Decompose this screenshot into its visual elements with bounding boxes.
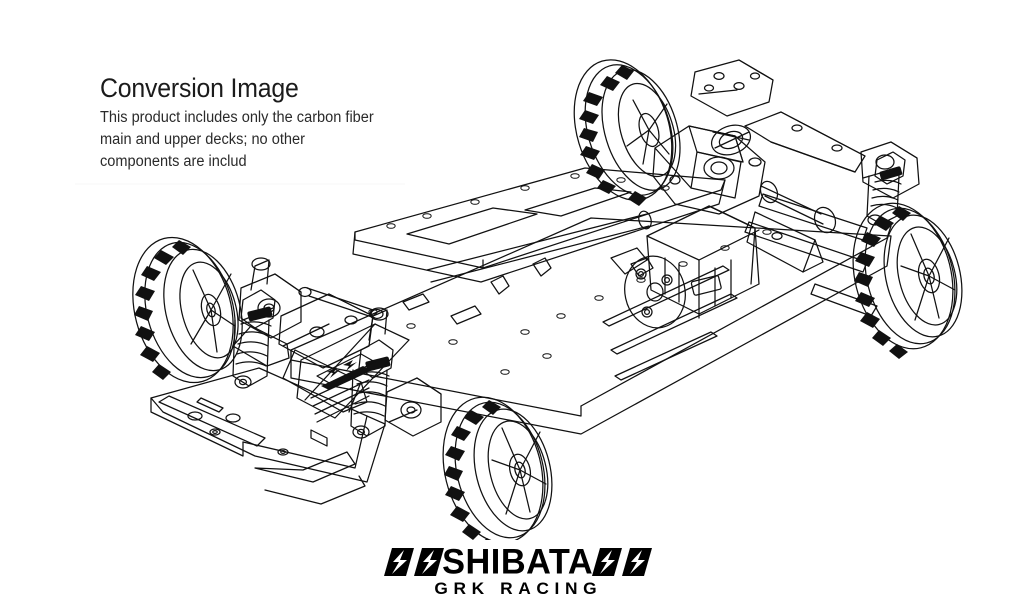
wheel-front-left bbox=[132, 236, 243, 384]
wheel-front-right bbox=[442, 396, 553, 540]
rc-chassis-line-drawing bbox=[55, 20, 995, 540]
shock-front-left bbox=[232, 257, 276, 389]
rear-assembly bbox=[573, 59, 963, 359]
chassis-rails bbox=[744, 193, 878, 317]
motor bbox=[624, 205, 760, 329]
lightning-bolt-icon-inner-left bbox=[414, 548, 445, 576]
brand-wordmark-row: SHIBATA bbox=[384, 541, 652, 582]
brand-subtitle: GRK RACING bbox=[434, 579, 602, 598]
page-title: Conversion Image bbox=[100, 73, 299, 103]
caption-block: Conversion Image This product includes o… bbox=[100, 72, 390, 173]
lightning-bolt-icon bbox=[384, 548, 415, 576]
wheel-rear-right bbox=[852, 202, 963, 359]
front-assembly bbox=[132, 236, 553, 540]
front-right-upright bbox=[384, 377, 442, 437]
lightning-bolt-icon-inner-right bbox=[591, 548, 622, 576]
main-chassis-deck bbox=[290, 167, 892, 435]
caption-divider bbox=[75, 183, 405, 185]
brand-name: SHIBATA bbox=[442, 541, 594, 582]
caption-description: This product includes only the carbon fi… bbox=[100, 109, 374, 170]
lightning-bolt-icon-right bbox=[621, 548, 652, 576]
brand-logo: SHIBATA GRK RACING bbox=[0, 541, 1036, 598]
wheel-rear-left bbox=[573, 59, 681, 206]
